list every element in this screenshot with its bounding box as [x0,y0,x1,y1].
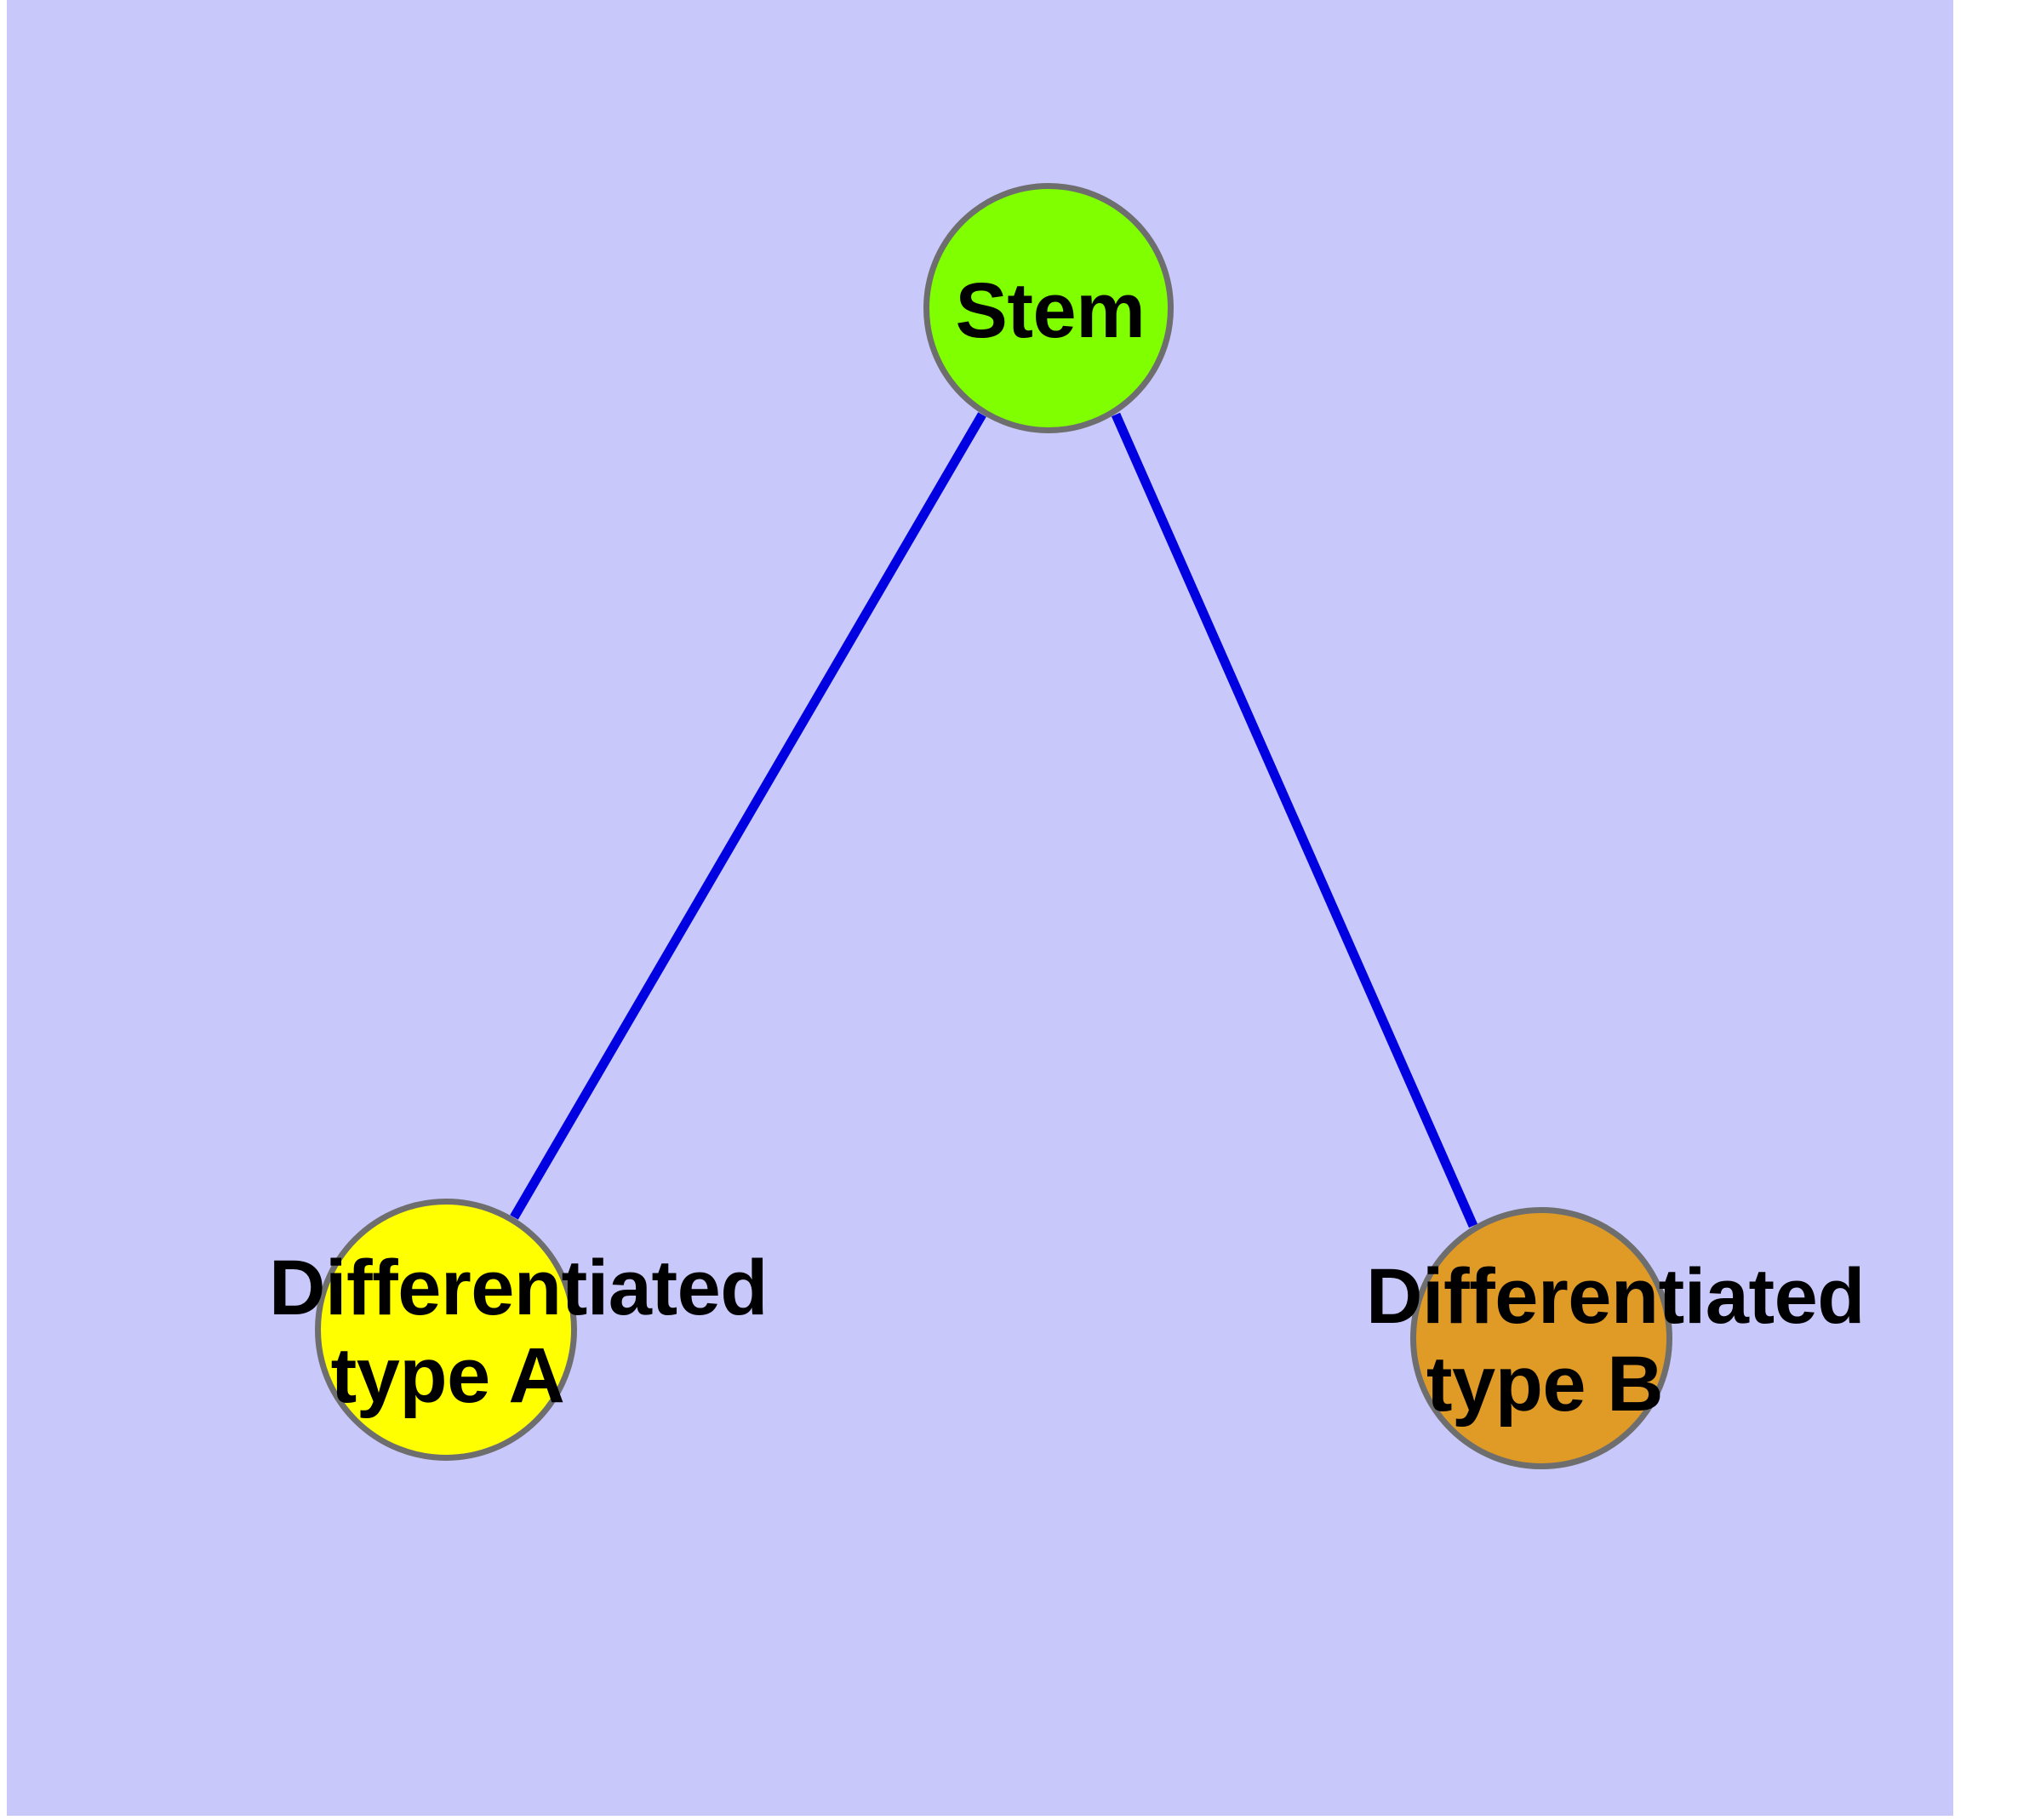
node-differentiated-type-b[interactable] [1410,1207,1672,1469]
diagram-canvas: Stem Differentiated type A Differentiate… [7,0,1953,1816]
edge-stem-to-differentiated-type-b [1111,412,1478,1228]
edge-layer [510,412,1478,1228]
node-stem[interactable] [923,183,1174,433]
edge-stem-to-differentiated-type-a [510,412,986,1220]
node-differentiated-type-a[interactable] [315,1199,577,1461]
